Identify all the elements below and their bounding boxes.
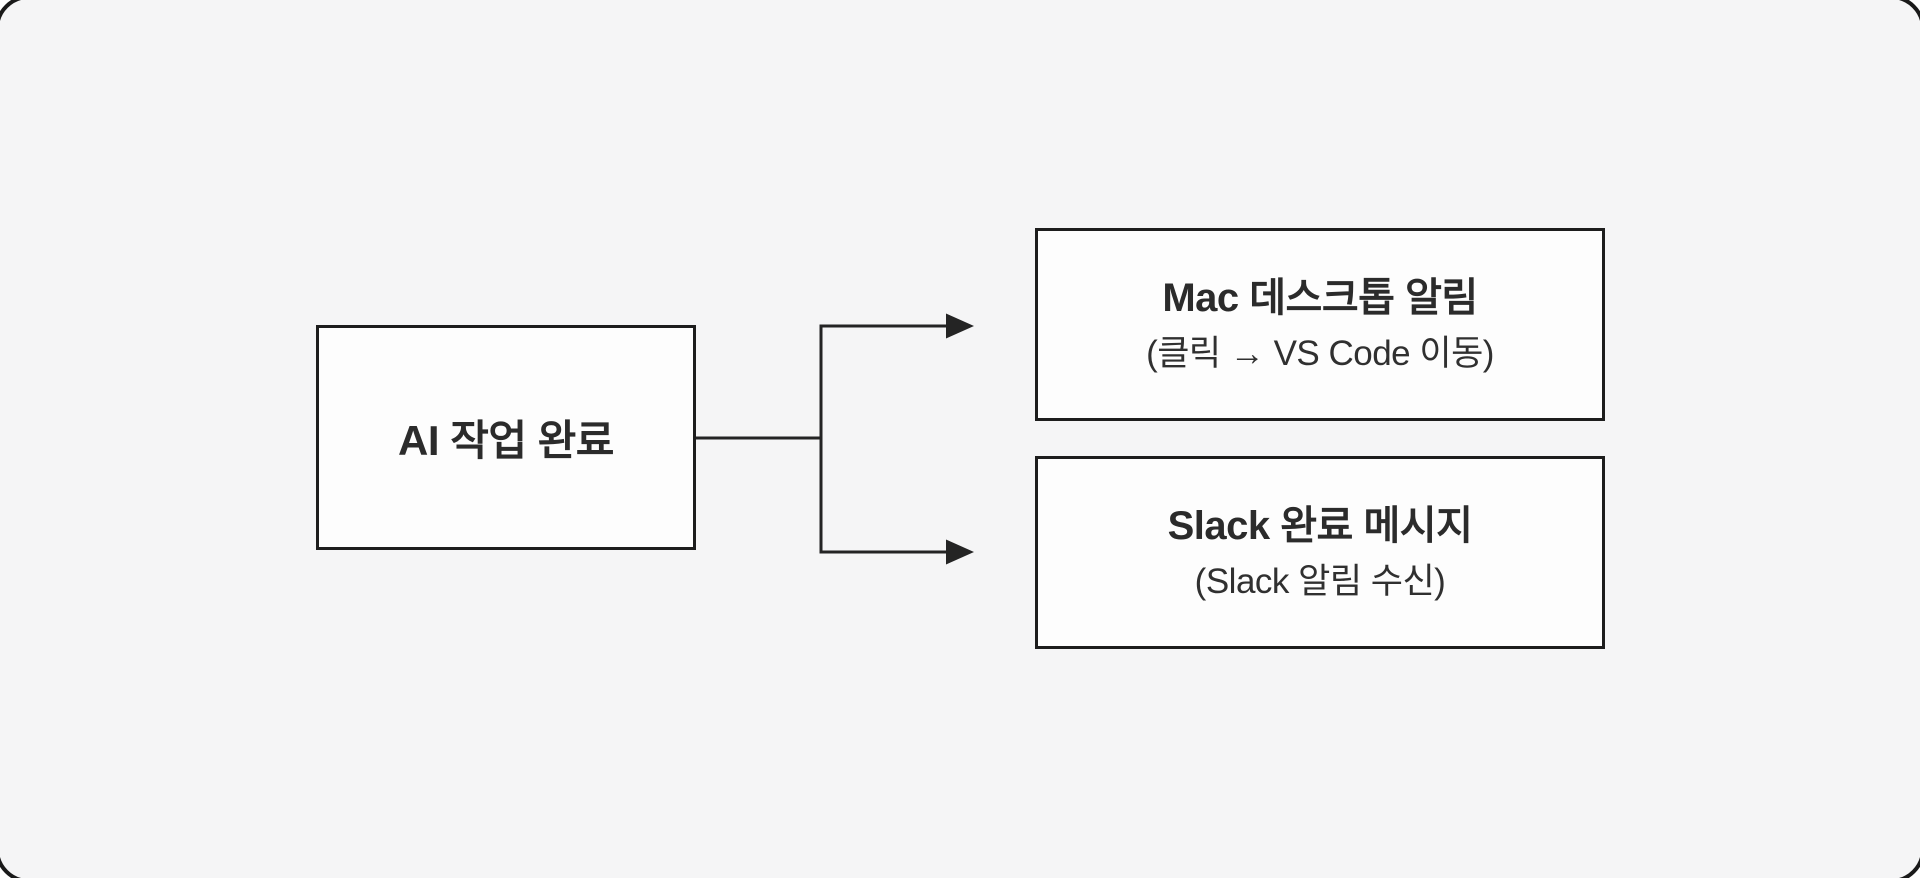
- node-title: Mac 데스크톱 알림: [1162, 276, 1478, 321]
- arrowhead-bottom-icon: [946, 539, 974, 565]
- node-ai-task-complete: AI 작업 완료: [316, 325, 696, 550]
- node-subtitle: (Slack 알림 수신): [1194, 562, 1446, 602]
- node-title: Slack 완료 메시지: [1167, 504, 1473, 549]
- node-label: AI 작업 완료: [398, 417, 614, 464]
- node-mac-desktop-notification: Mac 데스크톱 알림 (클릭 → VS Code 이동): [1035, 228, 1605, 421]
- node-subtitle: (클릭 → VS Code 이동): [1146, 334, 1494, 374]
- node-slack-complete-message: Slack 완료 메시지 (Slack 알림 수신): [1035, 456, 1605, 649]
- arrowhead-top-icon: [946, 313, 974, 339]
